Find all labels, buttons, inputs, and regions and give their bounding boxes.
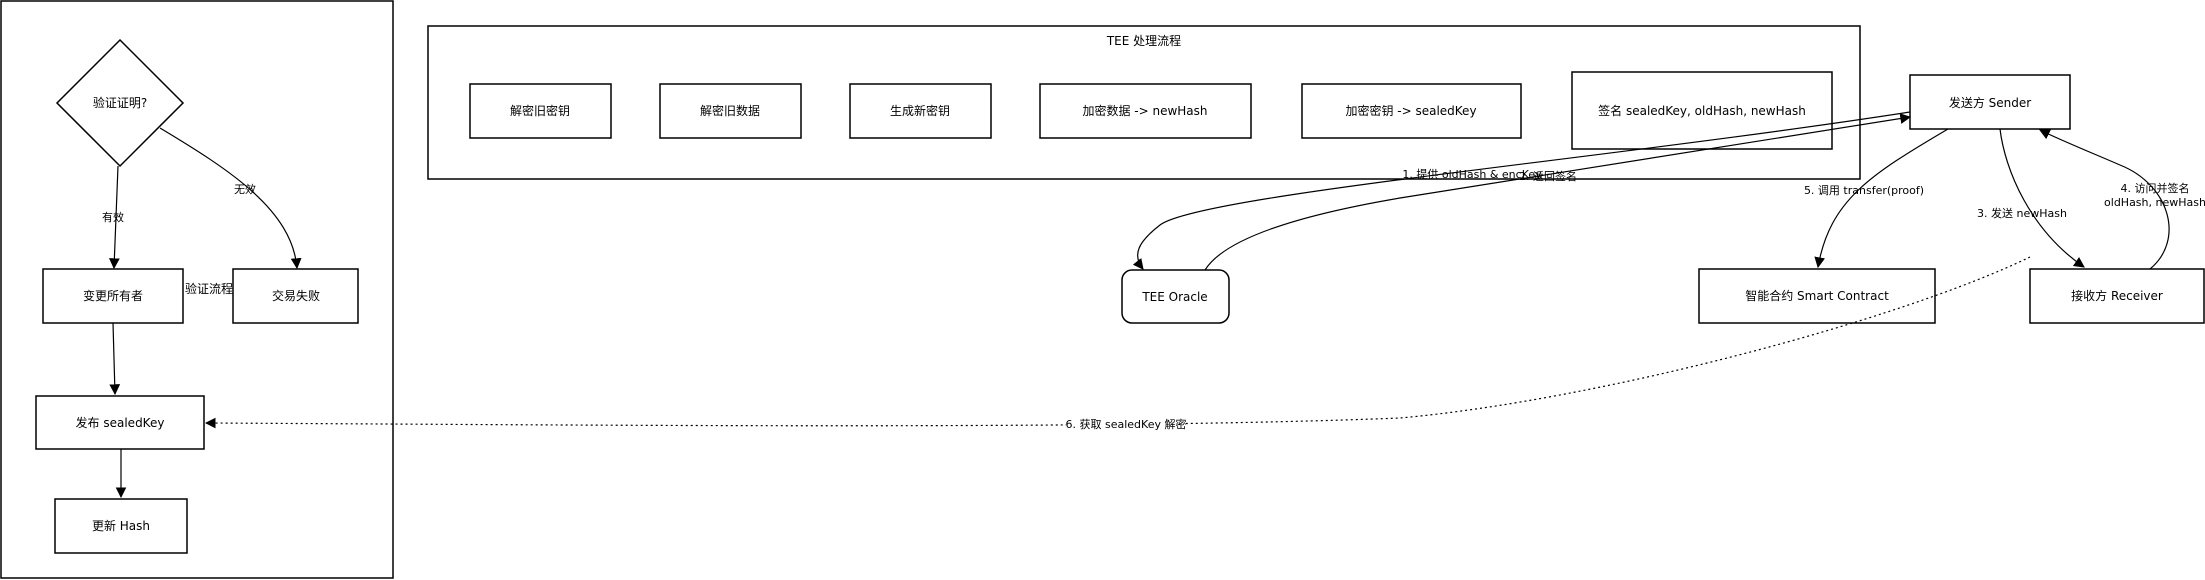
sender-label: 发送方 Sender	[1949, 95, 2031, 110]
edge-3-label: 3. 发送 newHash	[1977, 206, 2067, 220]
update-hash-box	[54, 498, 188, 554]
contract-label: 智能合约 Smart Contract	[1745, 288, 1889, 303]
contract-box	[1698, 268, 1936, 324]
edge-6-label-bg	[1066, 416, 1186, 430]
edge-2-label: 2. 返回签名	[1519, 169, 1577, 183]
edge-4-label-2: oldHash, newHash	[2104, 196, 2205, 209]
update-hash-label: 更新 Hash	[92, 518, 150, 533]
decision-label: 验证证明?	[93, 95, 147, 110]
tee-step-3-label: 生成新密钥	[890, 103, 950, 118]
tee-title: TEE 处理流程	[1106, 33, 1181, 48]
tee-step-4-label: 加密数据 -> newHash	[1082, 103, 1207, 118]
verification-frame	[0, 0, 394, 579]
edge-invalid-label: 无效	[234, 182, 256, 196]
tee-step-2	[659, 83, 802, 139]
tee-step-1-label: 解密旧密钥	[510, 103, 570, 118]
tee-step-3	[849, 83, 992, 139]
verification-flow-title: 验证流程	[185, 281, 233, 296]
edge-5	[1814, 128, 1949, 269]
change-owner-label: 变更所有者	[83, 288, 143, 303]
tee-step-1	[469, 83, 612, 139]
edge-6-label: 6. 获取 sealedKey 解密	[1066, 417, 1187, 431]
edge-valid	[108, 165, 120, 270]
edge-6	[204, 256, 2031, 429]
edge-1	[1132, 111, 1911, 270]
publish-key-label: 发布 sealedKey	[76, 415, 165, 430]
decision-diamond	[55, 38, 185, 168]
edge-2	[1204, 113, 1912, 271]
tx-fail-label: 交易失败	[272, 288, 320, 303]
oracle-box	[1121, 269, 1230, 324]
tee-step-2-label: 解密旧数据	[700, 103, 760, 118]
edge-5-label: 5. 调用 transfer(proof)	[1804, 184, 1924, 197]
publish-key-box	[35, 395, 205, 450]
tee-frame	[427, 25, 1861, 180]
tee-step-6-label: 签名 sealedKey, oldHash, newHash	[1598, 103, 1806, 118]
oracle-label: TEE Oracle	[1141, 290, 1207, 304]
edge-4	[2039, 129, 2170, 270]
sender-box	[1909, 74, 2071, 130]
edge-1-label: 1. 提供 oldHash & encKey	[1402, 167, 1542, 181]
edge-owner-publish	[109, 322, 121, 396]
change-owner-box	[42, 268, 184, 324]
receiver-box	[2029, 268, 2205, 324]
tee-step-5	[1301, 83, 1522, 139]
tx-fail-box	[232, 268, 359, 324]
receiver-label: 接收方 Receiver	[2071, 288, 2163, 303]
edge-invalid	[159, 127, 302, 270]
tee-step-4	[1039, 83, 1252, 139]
edge-3	[1999, 128, 2085, 268]
edge-valid-label: 有效	[102, 210, 124, 224]
tee-step-5-label: 加密密钥 -> sealedKey	[1345, 103, 1476, 118]
edge-4-label-1: 4. 访问并签名	[2121, 181, 2190, 195]
